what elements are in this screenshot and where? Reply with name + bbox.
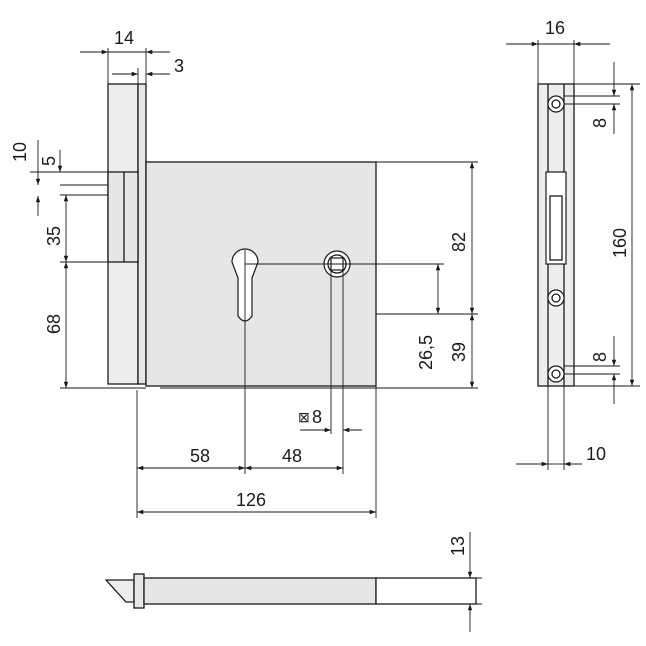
dim-bolt-height: 35	[44, 195, 108, 263]
dim-label-126: 126	[236, 490, 266, 510]
dim-label-14: 14	[114, 28, 134, 48]
dim-faceplate-width: 14	[80, 28, 170, 84]
dim-label-8-bottom: 8	[590, 352, 610, 362]
dim-bottom: ⊠ 8 58 48 126	[136, 250, 377, 518]
dim-label-82: 82	[449, 232, 469, 252]
dim-label-68: 68	[44, 314, 64, 334]
faceplate-front-plate	[137, 83, 147, 385]
dim-label-39: 39	[449, 342, 469, 362]
square-symbol: ⊠	[298, 409, 310, 425]
dim-case-right: 82 39 26,5	[160, 161, 478, 389]
dim-label-26-5: 26,5	[416, 335, 436, 370]
bolt-bottom-view	[104, 573, 482, 609]
dim-faceplate-thickness: 3	[112, 56, 184, 84]
dim-label-8-top: 8	[590, 118, 610, 128]
dim-label-58: 58	[190, 446, 210, 466]
dim-label-10: 10	[10, 142, 30, 162]
dim-strike: 16 8 160 8 10	[506, 18, 640, 470]
dim-bolt-thickness: 13	[448, 532, 473, 632]
dim-label-48: 48	[282, 446, 302, 466]
dim-label-5: 5	[39, 156, 59, 166]
dim-label-sq8: 8	[312, 407, 322, 427]
strike-plate-view	[537, 83, 575, 387]
dim-lower-height: 68	[44, 262, 146, 389]
dim-label-35: 35	[44, 226, 64, 246]
dim-left-offsets: 10 5	[10, 140, 108, 216]
bolt-block	[107, 171, 139, 263]
dim-label-3: 3	[174, 56, 184, 76]
dim-label-160: 160	[610, 228, 630, 258]
dim-label-16: 16	[545, 18, 565, 38]
dim-label-13: 13	[448, 536, 468, 556]
dim-label-10-strike: 10	[586, 444, 606, 464]
lock-side-view	[60, 83, 377, 387]
